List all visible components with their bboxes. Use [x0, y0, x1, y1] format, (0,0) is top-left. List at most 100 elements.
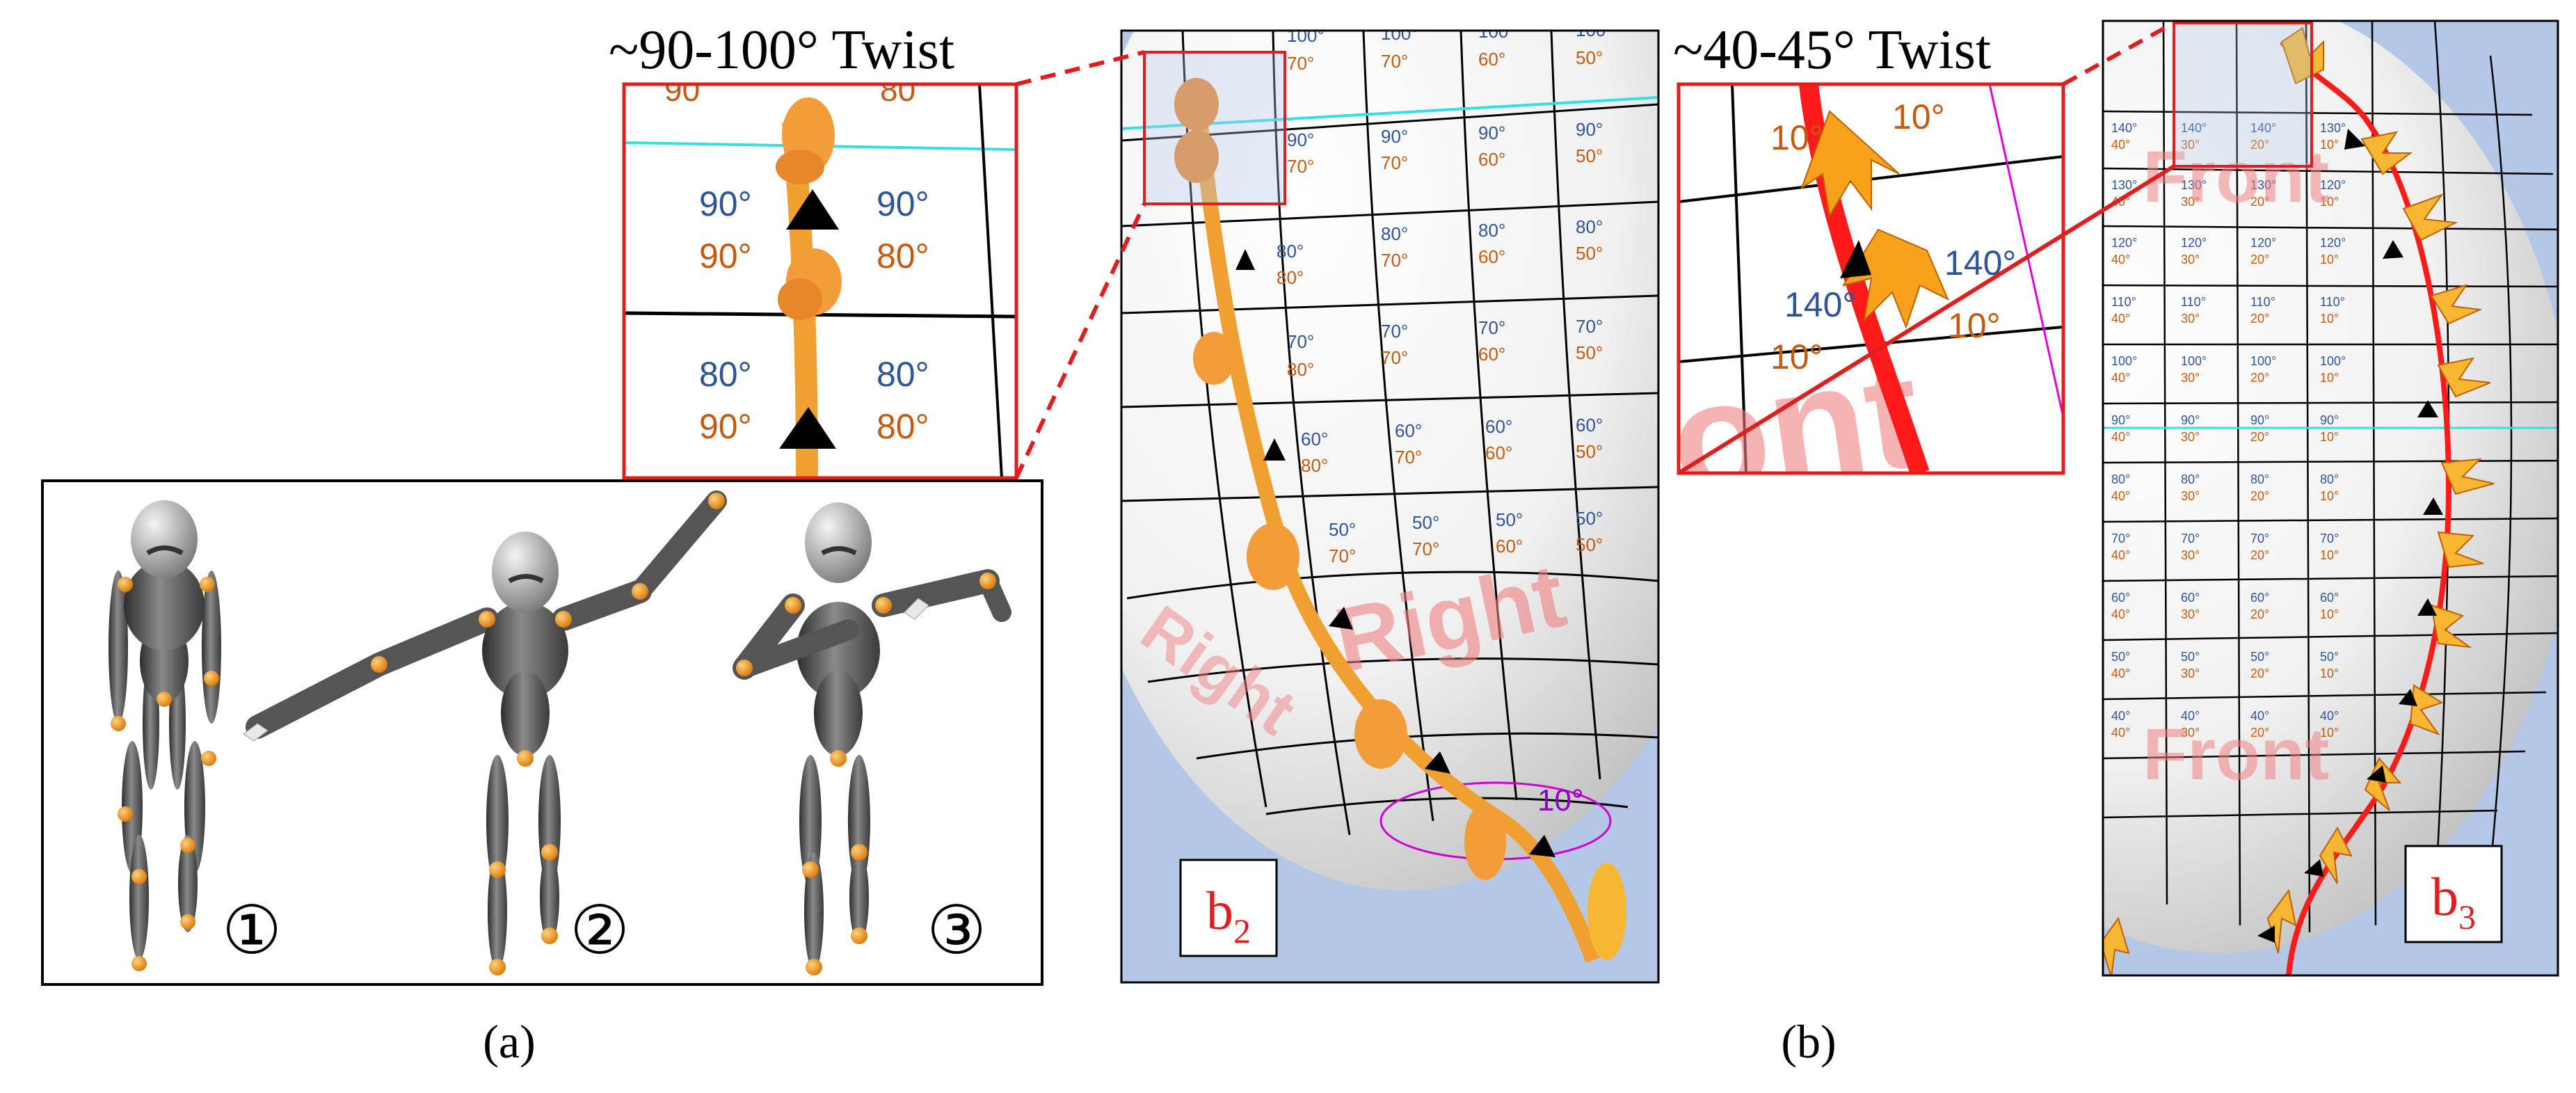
svg-text:90°: 90° [2111, 413, 2130, 427]
svg-text:100°: 100° [1287, 25, 1325, 46]
zoom-b2-title: ~90-100° Twist [609, 19, 954, 81]
zoom-b3: ~40-45° Twist ont 10° 10° 140° 140° 10° … [1673, 19, 2065, 475]
svg-text:40°: 40° [2111, 548, 2130, 562]
svg-text:20°: 20° [2250, 195, 2269, 209]
zoom-b2-cell-7: 80° [877, 355, 929, 394]
svg-text:80°: 80° [1478, 220, 1505, 241]
svg-text:70°: 70° [1381, 321, 1408, 342]
svg-text:70°: 70° [1412, 538, 1439, 559]
panel-b3-frame [2102, 19, 2559, 977]
svg-text:80°: 80° [1277, 241, 1304, 262]
svg-text:70°: 70° [2111, 532, 2130, 545]
pose-1-label: ① [222, 891, 282, 969]
svg-text:90°: 90° [1287, 129, 1314, 150]
arrows-b2 [1235, 249, 1555, 857]
svg-text:30°: 30° [2181, 430, 2200, 444]
zoom-region-b2 [1143, 51, 1286, 205]
zoom-b3-cell-2: 10° [1892, 97, 1945, 136]
panel-b2-label: b2 [1206, 880, 1251, 950]
svg-text:40°: 40° [2111, 253, 2130, 266]
mannequin-1 [109, 500, 221, 971]
svg-text:60°: 60° [2320, 591, 2339, 605]
svg-text:50°: 50° [1412, 512, 1439, 533]
svg-text:130°: 130° [2111, 178, 2137, 192]
svg-text:110°: 110° [2320, 295, 2345, 309]
svg-text:40°: 40° [2111, 138, 2130, 152]
zoom-b3-title: ~40-45° Twist [1673, 19, 1991, 81]
svg-text:30°: 30° [2181, 489, 2200, 503]
svg-text:30°: 30° [2181, 371, 2200, 385]
svg-text:120°: 120° [2181, 236, 2207, 250]
zoom-b2-top-left: 90 [664, 72, 700, 108]
svg-text:60°: 60° [1485, 442, 1512, 463]
svg-text:20°: 20° [2250, 726, 2269, 740]
svg-text:80°: 80° [1576, 216, 1603, 237]
svg-text:30°: 30° [2181, 607, 2200, 621]
svg-text:100°: 100° [2181, 354, 2207, 368]
zoom-b2-cell-5: 80° [699, 355, 752, 394]
svg-text:30°: 30° [2181, 138, 2200, 152]
svg-text:80°: 80° [2320, 472, 2339, 486]
svg-text:80°: 80° [1301, 455, 1328, 476]
svg-text:120°: 120° [2250, 236, 2276, 250]
svg-text:20°: 20° [2250, 138, 2269, 152]
svg-text:40°: 40° [2111, 726, 2130, 740]
svg-text:80°: 80° [1381, 223, 1408, 244]
svg-text:30°: 30° [2181, 312, 2200, 326]
panel-b2: 100° 100° 100° 100° 70° 70° 60° 50° 90° … [1120, 19, 1660, 984]
svg-text:60°: 60° [2181, 591, 2200, 605]
svg-text:70°: 70° [2320, 532, 2339, 545]
zoom-b2-frame [622, 82, 1018, 480]
svg-text:30°: 30° [2181, 726, 2200, 740]
sphere-b2-bottom-label: 10° [1537, 783, 1584, 817]
svg-text:130°: 130° [2250, 178, 2276, 192]
svg-text:20°: 20° [2250, 548, 2269, 562]
svg-text:10°: 10° [2320, 138, 2339, 152]
svg-text:60°: 60° [1478, 246, 1505, 267]
svg-text:40°: 40° [2111, 667, 2130, 680]
zoom-region-b3 [2173, 22, 2313, 168]
panel-b3-label: b3 [2431, 866, 2476, 936]
svg-text:60°: 60° [2250, 591, 2269, 605]
svg-text:10°: 10° [2320, 195, 2339, 209]
svg-text:50°: 50° [1576, 47, 1603, 68]
svg-text:90°: 90° [2320, 413, 2339, 427]
svg-text:130°: 130° [2320, 121, 2346, 135]
zoom-b3-cell-4: 140° [1944, 244, 2016, 282]
svg-text:70°: 70° [1287, 331, 1314, 352]
svg-text:100°: 100° [1576, 19, 1613, 40]
pose-3-label: ③ [927, 891, 986, 969]
svg-text:50°: 50° [1576, 441, 1603, 462]
svg-text:130°: 130° [2181, 178, 2207, 192]
svg-text:40°: 40° [2111, 489, 2130, 503]
svg-text:70°: 70° [2250, 532, 2269, 545]
svg-text:10°: 10° [2320, 667, 2339, 680]
sphere-b3-grid [2103, 21, 2558, 933]
svg-text:140°: 140° [2250, 121, 2276, 135]
svg-text:70°: 70° [1381, 51, 1408, 72]
arm-path-b3 [2279, 40, 2452, 975]
svg-text:100°: 100° [2250, 354, 2276, 368]
svg-text:10°: 10° [2320, 371, 2339, 385]
zoom-b2-cell-3: 90° [877, 184, 929, 223]
svg-text:50°: 50° [1576, 145, 1603, 166]
svg-text:50°: 50° [1576, 534, 1603, 555]
zoom-connectors [1014, 21, 2175, 479]
svg-text:100°: 100° [2111, 354, 2137, 368]
svg-text:50°: 50° [1329, 519, 1356, 540]
caption-b: (b) [1781, 1015, 1836, 1068]
svg-text:70°: 70° [1287, 156, 1314, 177]
svg-text:50°: 50° [1576, 243, 1603, 264]
svg-text:90°: 90° [1381, 126, 1408, 147]
svg-text:120°: 120° [2111, 236, 2137, 250]
zoom-b2-cell-8: 80° [877, 407, 929, 446]
svg-text:90°: 90° [2250, 413, 2269, 427]
svg-text:40°: 40° [2111, 709, 2130, 723]
svg-text:70°: 70° [1287, 53, 1314, 74]
svg-text:70°: 70° [1381, 250, 1408, 271]
svg-text:20°: 20° [2250, 667, 2269, 680]
zoom-b3-cell-1: 10° [1770, 118, 1823, 157]
svg-text:20°: 20° [2250, 371, 2269, 385]
svg-text:40°: 40° [2250, 709, 2269, 723]
